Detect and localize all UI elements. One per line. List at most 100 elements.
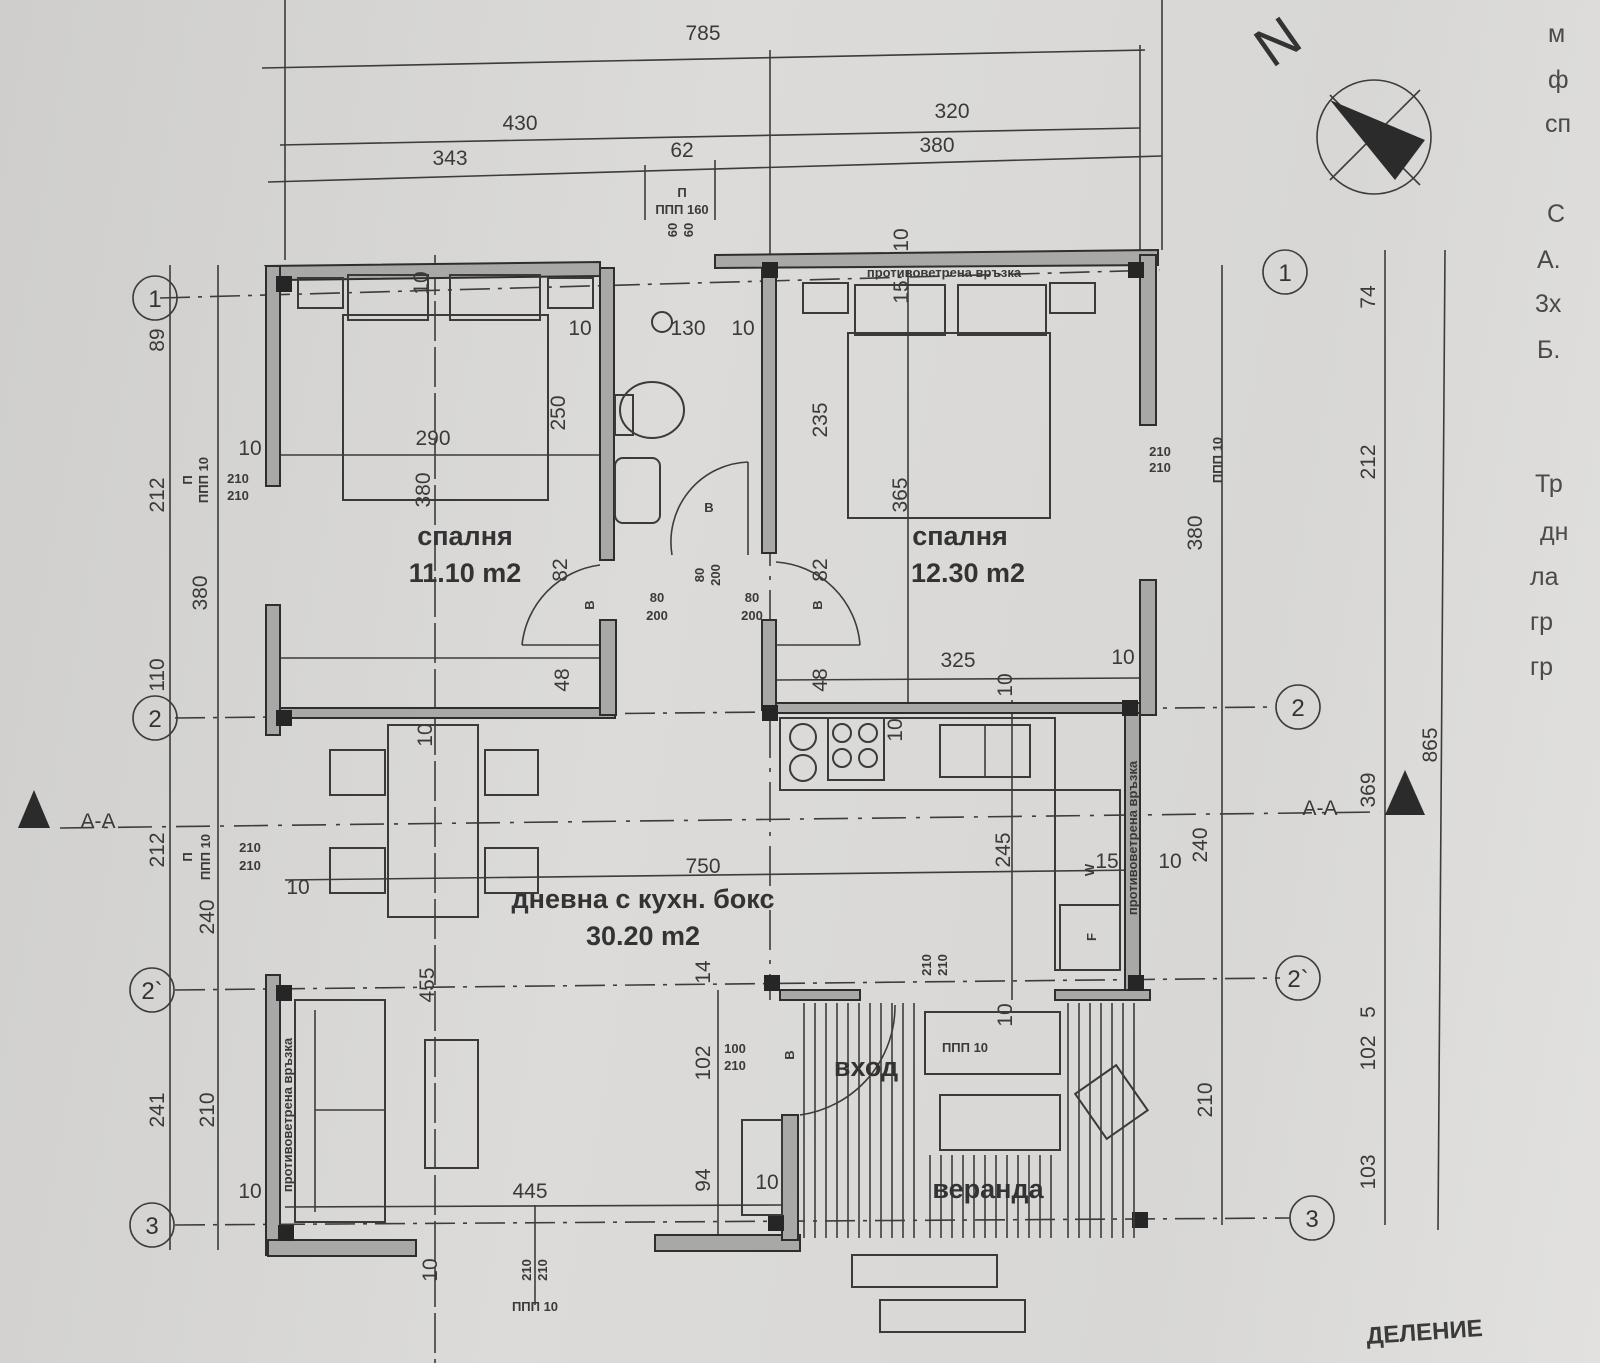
opening-label: 200 xyxy=(646,608,668,623)
grid-axis-bubble xyxy=(1262,249,1308,295)
dimension-label: 10 xyxy=(731,317,754,340)
dimension-label: 365 xyxy=(889,477,912,512)
kitchen-counter xyxy=(779,717,1121,971)
grid-axis-bubble xyxy=(132,275,178,321)
furniture xyxy=(294,274,1150,1333)
opening-label: W xyxy=(1082,863,1097,876)
dimension-label: 430 xyxy=(502,112,537,135)
tie-label: противоветрена връзка xyxy=(867,265,1022,280)
dimension-label: 15 xyxy=(1095,850,1118,873)
opening-label: 200 xyxy=(741,608,763,623)
north-arrow-icon xyxy=(1316,79,1432,195)
opening-label: 60 xyxy=(681,223,696,237)
grid-axis-bubble xyxy=(1275,955,1321,1001)
side-note-text: Тр xyxy=(1535,470,1563,498)
dimension-label: 82 xyxy=(809,558,832,581)
opening-label: В xyxy=(704,500,713,515)
grid-axis-bubble xyxy=(1275,684,1321,730)
opening-label: ППП 10 xyxy=(1210,437,1225,483)
opening-label: В xyxy=(582,600,597,609)
opening-label: 80 xyxy=(745,590,759,605)
opening-label: 80 xyxy=(650,590,664,605)
dimension-label: 343 xyxy=(432,147,467,170)
dimension-label: 380 xyxy=(412,472,435,507)
opening-label: ППП 10 xyxy=(512,1299,558,1314)
dimension-label: 10 xyxy=(414,723,437,746)
opening-label: 210 xyxy=(919,954,934,976)
grid-axis-bubble xyxy=(129,1202,175,1248)
room-area: 30.20 m2 xyxy=(586,921,700,951)
dimension-label: 380 xyxy=(1184,515,1207,550)
opening-label: 60 xyxy=(665,223,680,237)
dimension-label: 10 xyxy=(994,1003,1017,1026)
dimension-label: 10 xyxy=(994,673,1017,696)
dimension-label: 245 xyxy=(992,832,1015,867)
dining-table xyxy=(387,724,479,918)
dimension-label: 240 xyxy=(1189,827,1212,862)
dimension-label: 10 xyxy=(890,228,913,251)
opening-label: П xyxy=(180,852,195,861)
section-label-right: А-А xyxy=(1302,797,1337,820)
opening-label: ППП 10 xyxy=(196,457,211,503)
dimension-label: 290 xyxy=(415,427,450,450)
side-note-text: Б. xyxy=(1537,336,1560,364)
opening-label: 210 xyxy=(239,858,261,873)
dimension-label: 325 xyxy=(940,649,975,672)
coffee-table xyxy=(424,1039,479,1169)
dimension-label: 212 xyxy=(146,477,169,512)
opening-label: П xyxy=(677,185,686,200)
opening-label: 210 xyxy=(1149,444,1171,459)
room-area: 12.30 m2 xyxy=(911,558,1025,588)
sofa xyxy=(294,999,386,1223)
grid-axis-bubble xyxy=(1289,1195,1335,1241)
bed xyxy=(847,332,1051,519)
section-marker-icon xyxy=(1385,770,1425,815)
side-note-text: С xyxy=(1547,200,1565,228)
veranda-decking xyxy=(803,1003,1135,1238)
opening-label: ППП 10 xyxy=(942,1040,988,1055)
walls xyxy=(263,248,1159,1257)
dimension-label: 130 xyxy=(670,317,705,340)
side-note-text: гр xyxy=(1530,608,1553,636)
dimension-label: 10 xyxy=(238,437,261,460)
side-note-text: гр xyxy=(1530,653,1553,681)
dimension-label: 369 xyxy=(1357,772,1380,807)
tie-label: противоветрена връзка xyxy=(280,1037,295,1192)
grid-axis-label: 3 xyxy=(1305,1206,1318,1233)
dimension-label: 15 xyxy=(890,280,913,303)
dimension-label: 62 xyxy=(670,139,693,162)
toilet xyxy=(619,381,685,439)
opening-label: 210 xyxy=(227,471,249,486)
room-name: веранда xyxy=(932,1174,1044,1204)
dimension-label: 14 xyxy=(692,960,715,984)
north-label: N xyxy=(1243,4,1312,79)
opening-label: 80 xyxy=(692,568,707,582)
dimension-label: 10 xyxy=(410,271,433,294)
dimension-label: 320 xyxy=(934,100,969,123)
opening-label: 200 xyxy=(708,564,723,586)
room-name: спалня xyxy=(417,521,513,551)
dimension-lines xyxy=(59,0,1446,1363)
grid-axis-bubble xyxy=(129,967,175,1013)
side-note-text: сп xyxy=(1545,110,1571,138)
bench xyxy=(924,1011,1061,1075)
dimension-label: 102 xyxy=(692,1045,715,1080)
dimension-label: 240 xyxy=(196,899,219,934)
dimension-label: 74 xyxy=(1357,285,1380,309)
opening-label: 210 xyxy=(724,1058,746,1073)
fridge xyxy=(1059,904,1121,971)
grid-axis-label: 2` xyxy=(141,978,162,1005)
dimension-label: 10 xyxy=(286,876,309,899)
tie-label: противоветрена връзка xyxy=(1125,760,1140,915)
side-note-text: ф xyxy=(1548,66,1569,94)
dimension-label: 48 xyxy=(551,668,574,691)
dimension-label: 10 xyxy=(419,1258,442,1281)
side-note-text: ла xyxy=(1530,563,1559,591)
dimension-label: 94 xyxy=(692,1168,715,1192)
doors xyxy=(521,461,896,1116)
washbasin xyxy=(614,457,661,524)
side-note-text: 3х xyxy=(1535,290,1562,318)
stove xyxy=(827,717,885,781)
section-label-left: А-А xyxy=(80,810,115,833)
opening-label: В xyxy=(810,600,825,609)
